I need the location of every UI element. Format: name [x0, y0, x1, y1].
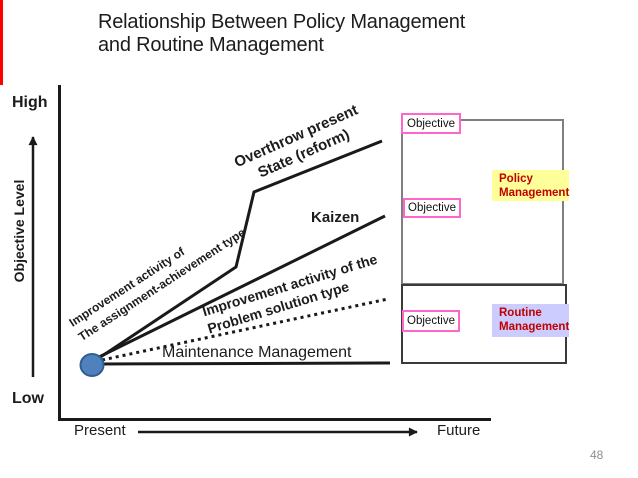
y-axis-high-label: High	[12, 94, 48, 111]
objective-box-top: Objective	[401, 113, 461, 134]
kaizen-label: Kaizen	[311, 209, 360, 226]
policy-tag-line-1: Policy	[499, 173, 533, 185]
objective-box-bottom: Objective	[402, 310, 460, 332]
page-number: 48	[590, 448, 604, 462]
objective-box-middle: Objective	[403, 198, 461, 218]
kaizen-line	[96, 214, 386, 360]
policy-management-tag: Policy Management	[492, 170, 569, 201]
slide-title-line-1: Relationship Between Policy Management	[98, 11, 466, 33]
y-axis-title: Objective Level	[11, 179, 27, 283]
x-axis-future-label: Future	[437, 422, 481, 439]
reform-line	[95, 139, 383, 362]
policy-tag-line-2: Management	[499, 187, 570, 199]
y-axis-low-label: Low	[12, 390, 44, 407]
x-axis-present-label: Present	[74, 422, 126, 439]
origin-dot	[79, 353, 105, 377]
routine-tag-line-2: Management	[499, 321, 570, 333]
slide-title-line-2: and Routine Management	[98, 34, 324, 56]
slide-title: Relationship Between Policy Management a…	[98, 11, 465, 57]
slide-accent-line	[0, 0, 3, 85]
routine-management-tag: Routine Management	[492, 304, 569, 337]
maintenance-line	[101, 361, 391, 366]
maintenance-management-label: Maintenance Management	[162, 344, 352, 361]
routine-tag-line-1: Routine	[499, 307, 542, 319]
